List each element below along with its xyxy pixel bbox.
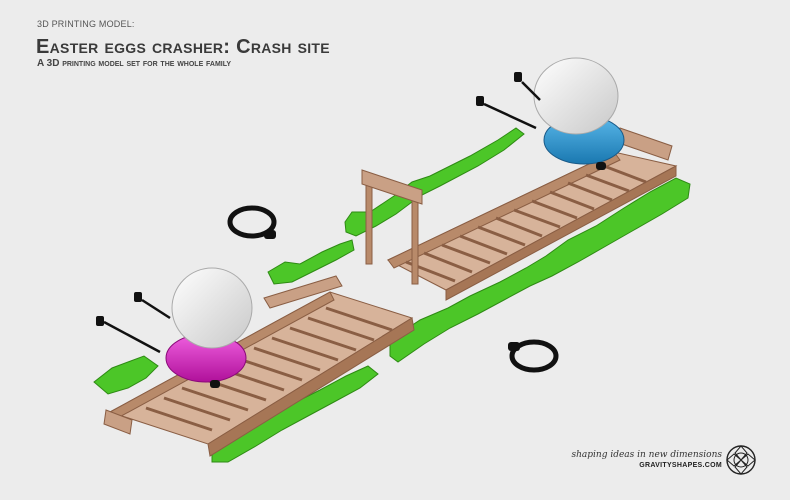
upper-grass-strip [267, 127, 525, 285]
lower-right-grass-strip [389, 177, 691, 363]
white-egg-upper [533, 57, 619, 135]
white-egg-lower [171, 267, 253, 349]
lower-axle-pins [96, 292, 171, 354]
upper-axle-pins [476, 72, 541, 130]
upper-track [361, 127, 678, 301]
footer-tagline: shaping ideas in new dimensions [571, 450, 723, 460]
crash-site-gate [361, 169, 423, 285]
kicker-label: 3D PRINTING MODEL: [37, 19, 135, 29]
gravityshapes-logo-icon [726, 445, 756, 475]
footer-site: GRAVITYSHAPES.COM [639, 462, 722, 469]
black-ring-top [227, 205, 277, 239]
left-grass-strip [93, 355, 159, 395]
black-ring-bottom [508, 339, 559, 373]
page-title: Easter eggs crasher: Crash site [36, 36, 330, 58]
page-subtitle: A 3D printing model set for the whole fa… [37, 58, 232, 69]
